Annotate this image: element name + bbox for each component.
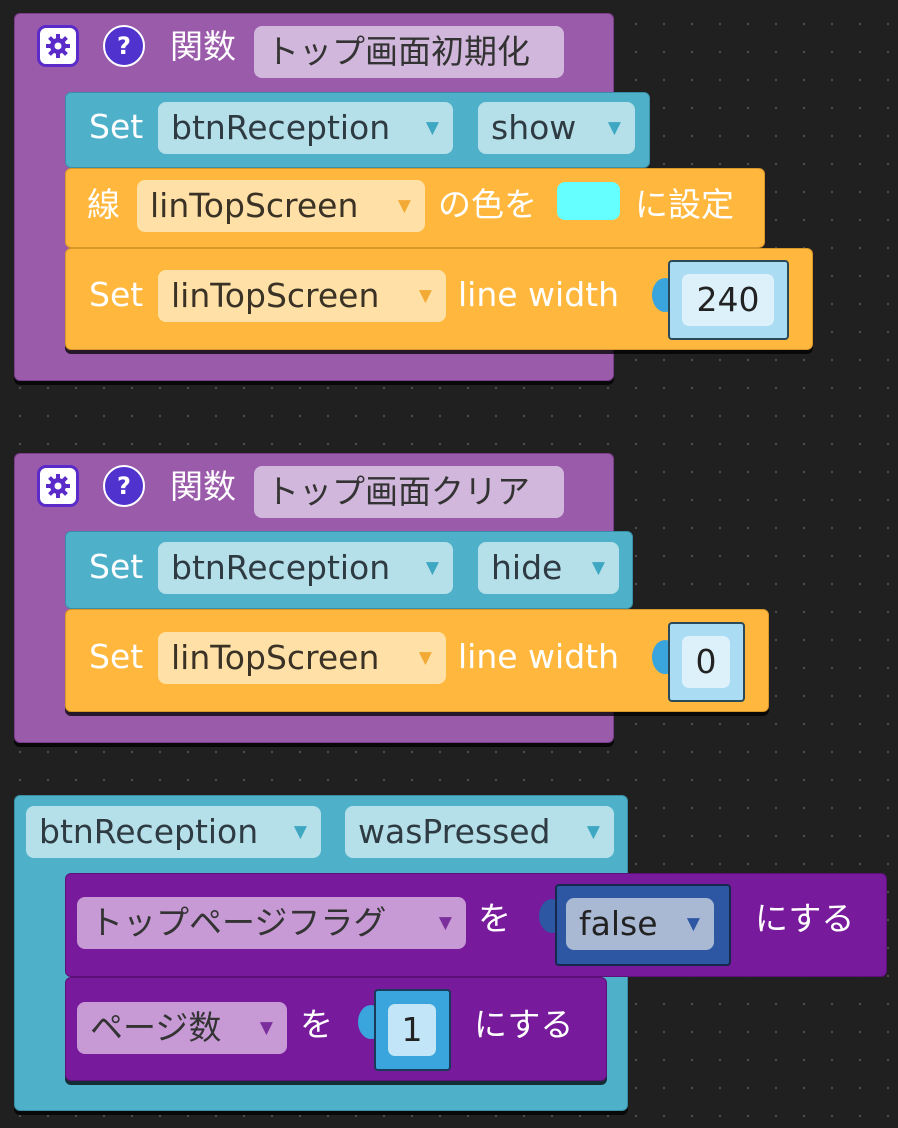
component-name: linTopScreen (171, 276, 380, 315)
line-label: 線 (87, 185, 120, 224)
function-keyword: 関数 (170, 467, 236, 506)
property-label: line width (458, 637, 620, 676)
visibility-value: hide (491, 548, 563, 587)
variable-dropdown[interactable]: ページ数 ▼ (77, 1002, 287, 1054)
component-name: btnReception (171, 108, 391, 147)
number-value[interactable]: 0 (682, 636, 730, 688)
color-swatch[interactable] (557, 182, 620, 220)
variable-name: トップページフラグ (90, 903, 387, 942)
dropdown-caret-icon: ▼ (425, 118, 439, 138)
visibility-dropdown[interactable]: hide ▼ (478, 542, 619, 594)
component-name: linTopScreen (150, 186, 359, 225)
set-suffix-label: に設定 (635, 185, 734, 224)
visibility-dropdown[interactable]: show ▼ (478, 102, 635, 154)
dropdown-caret-icon: ▼ (259, 1018, 273, 1038)
variable-name: ページ数 (90, 1008, 222, 1047)
set-label: Set (89, 275, 144, 314)
component-name: btnReception (39, 812, 259, 851)
boolean-dropdown[interactable]: false ▼ (566, 898, 714, 950)
function-name-field[interactable]: トップ画面初期化 (254, 26, 564, 78)
function-keyword: 関数 (170, 27, 236, 66)
color-label: の色を (438, 185, 537, 224)
component-dropdown[interactable]: linTopScreen ▼ (158, 632, 446, 684)
gear-icon[interactable] (37, 465, 79, 507)
number-value[interactable]: 240 (682, 274, 774, 326)
set-label: Set (89, 637, 144, 676)
component-dropdown[interactable]: linTopScreen ▼ (158, 270, 446, 322)
component-dropdown[interactable]: linTopScreen ▼ (137, 180, 425, 232)
dropdown-caret-icon: ▼ (607, 118, 621, 138)
suffix-label: にする (474, 1005, 574, 1044)
event-component-dropdown[interactable]: btnReception ▼ (26, 806, 321, 858)
component-dropdown[interactable]: btnReception ▼ (158, 102, 453, 154)
dropdown-caret-icon: ▼ (418, 648, 432, 668)
dropdown-caret-icon: ▼ (586, 822, 600, 842)
variable-dropdown[interactable]: トップページフラグ ▼ (77, 897, 466, 949)
property-label: line width (458, 275, 620, 314)
dropdown-caret-icon: ▼ (418, 286, 432, 306)
dropdown-caret-icon: ▼ (686, 914, 700, 934)
help-icon[interactable]: ? (103, 465, 145, 507)
dropdown-caret-icon: ▼ (397, 196, 411, 216)
gear-icon[interactable] (37, 25, 79, 67)
dropdown-caret-icon: ▼ (293, 822, 307, 842)
component-dropdown[interactable]: btnReception ▼ (158, 542, 453, 594)
function-name-field[interactable]: トップ画面クリア (254, 466, 564, 518)
set-label: Set (89, 107, 144, 146)
suffix-label: にする (755, 899, 855, 938)
component-name: btnReception (171, 548, 391, 587)
event-name: wasPressed (358, 812, 551, 851)
set-label: Set (89, 547, 144, 586)
boolean-value: false (579, 904, 658, 943)
wo-label: を (478, 899, 511, 938)
event-name-dropdown[interactable]: wasPressed ▼ (345, 806, 614, 858)
visibility-value: show (491, 108, 577, 147)
dropdown-caret-icon: ▼ (425, 558, 439, 578)
help-icon[interactable]: ? (103, 25, 145, 67)
number-value[interactable]: 1 (388, 1004, 436, 1056)
dropdown-caret-icon: ▼ (591, 558, 605, 578)
wo-label: を (300, 1005, 333, 1044)
dropdown-caret-icon: ▼ (438, 913, 452, 933)
component-name: linTopScreen (171, 638, 380, 677)
